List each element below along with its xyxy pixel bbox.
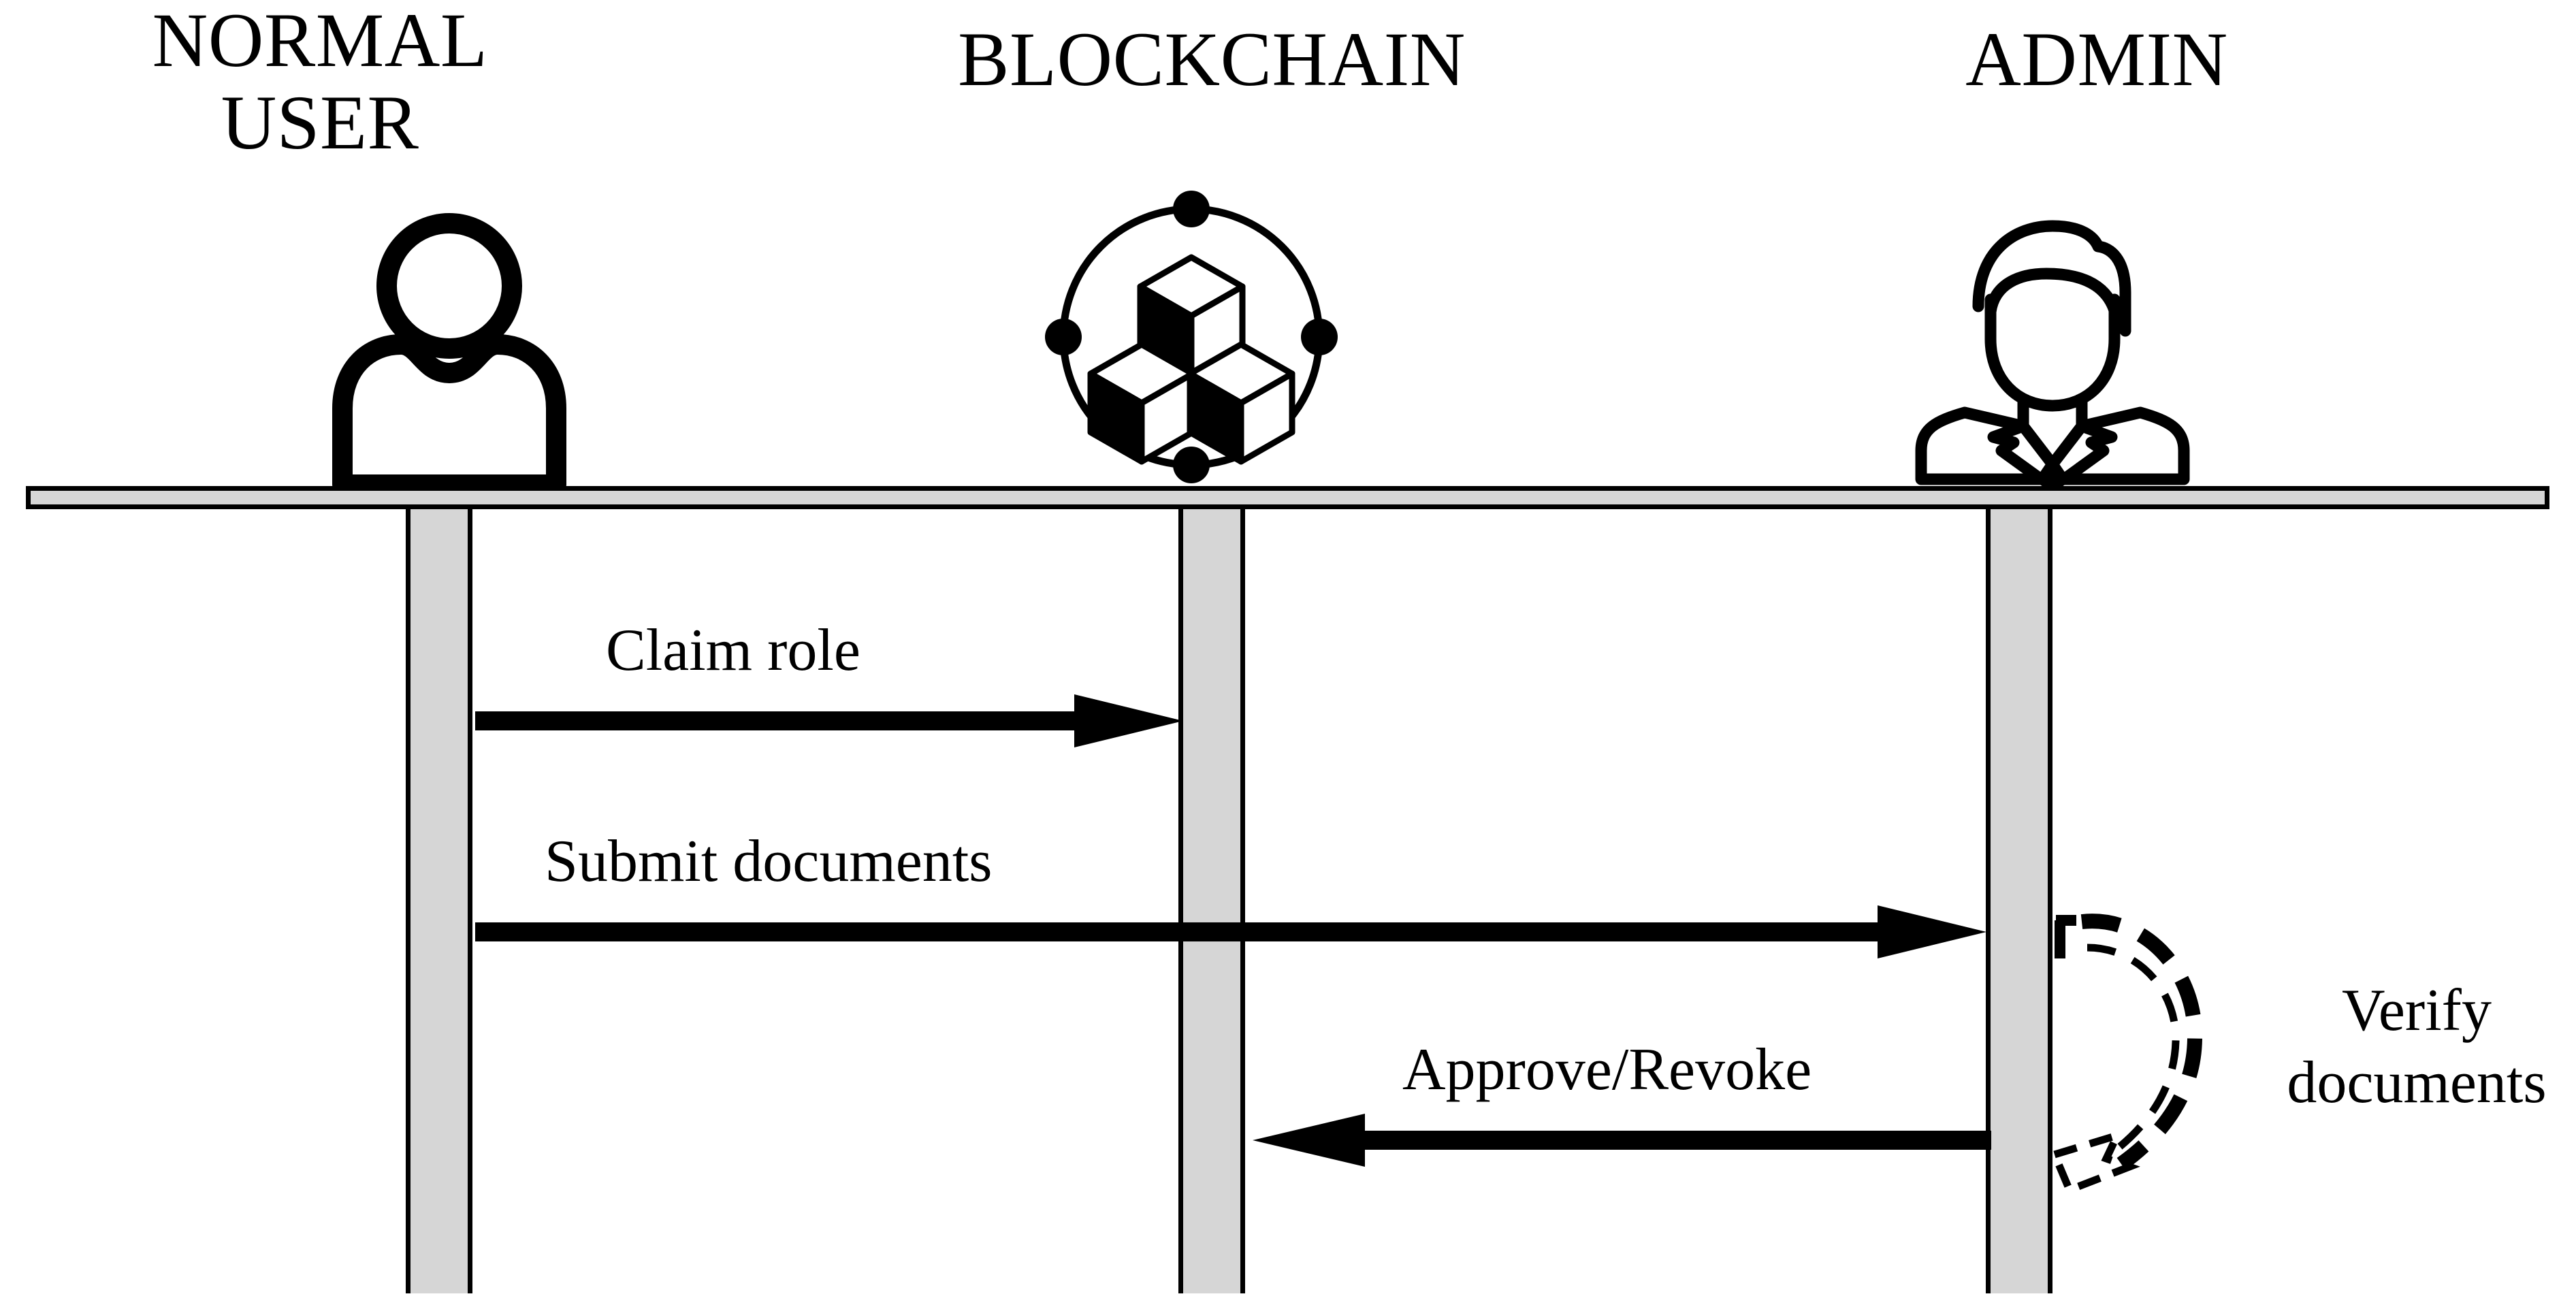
actor-title-admin: ADMIN bbox=[1965, 17, 2228, 102]
message-label-approve-revoke: Approve/Revoke bbox=[1402, 1037, 1812, 1103]
self-message-arrow-verify-documents bbox=[2049, 905, 2253, 1205]
message-arrow-approve-revoke bbox=[1253, 1114, 1991, 1167]
actor-title-normal-user: NORMAL USER bbox=[152, 0, 488, 165]
message-label-claim-role: Claim role bbox=[606, 617, 860, 683]
self-message-label-verify-documents: Verify documents bbox=[2287, 978, 2547, 1116]
admin-person-icon bbox=[1906, 197, 2199, 492]
actor-title-blockchain: BLOCKCHAIN bbox=[958, 17, 1466, 102]
lifeline-blockchain bbox=[1178, 509, 1245, 1293]
blockchain-cubes-icon bbox=[1038, 184, 1345, 490]
lifeline-normal-user bbox=[406, 509, 472, 1293]
message-arrow-submit-documents bbox=[475, 905, 1986, 958]
actor-header-bar bbox=[26, 486, 2549, 509]
user-icon bbox=[310, 204, 589, 495]
message-label-submit-documents: Submit documents bbox=[545, 828, 993, 894]
message-arrow-claim-role bbox=[475, 694, 1183, 747]
lifeline-admin bbox=[1986, 509, 2052, 1293]
